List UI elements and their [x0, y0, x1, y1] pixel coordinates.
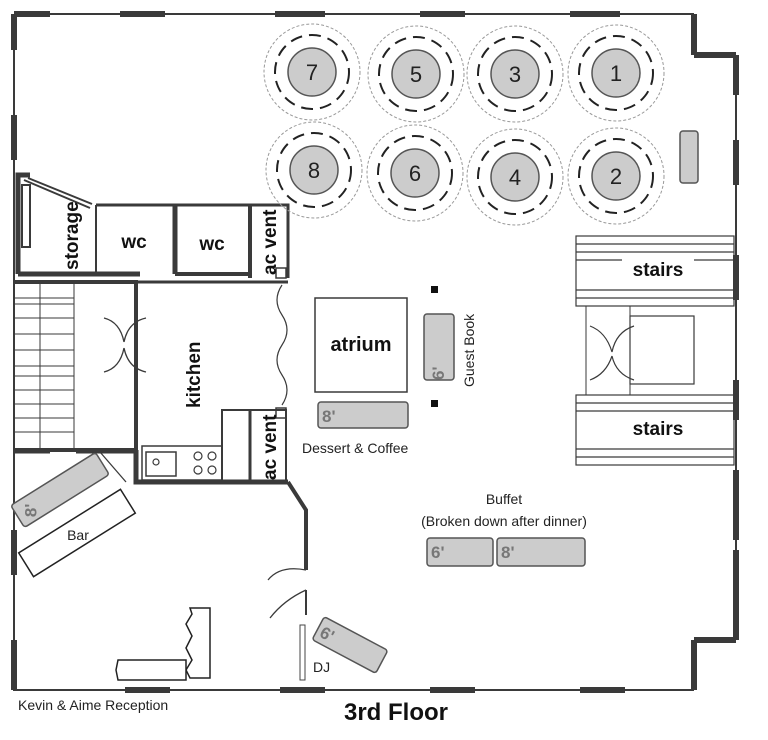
dj-label: DJ: [313, 659, 330, 675]
guest-book-table-size: 6': [429, 367, 448, 381]
floor-title: 3rd Floor: [344, 699, 448, 726]
table-number-2: 2: [610, 164, 622, 189]
ac-vent-top-label: ac vent: [260, 209, 281, 275]
side-table: [679, 130, 699, 184]
stairs-label-top: stairs: [633, 260, 684, 281]
lounge-seating: [115, 607, 211, 681]
event-name: Kevin & Aime Reception: [18, 697, 168, 713]
bar-back-table: 8': [11, 452, 109, 528]
guest-book-table: [423, 313, 455, 381]
dessert-label: Dessert & Coffee: [302, 440, 409, 456]
round-table-8: [265, 121, 363, 219]
kitchen-label: kitchen: [184, 341, 205, 408]
stairs-label-bottom: stairs: [633, 419, 684, 440]
dessert-table-size: 8': [322, 407, 336, 426]
outer-walls: [11, 11, 739, 693]
wc-label-2: wc: [198, 234, 225, 255]
atrium: [314, 286, 438, 407]
round-table-4: [466, 128, 564, 226]
table-number-5: 5: [410, 62, 422, 87]
table-number-4: 4: [509, 165, 521, 190]
buffet-note: (Broken down after dinner): [421, 513, 587, 529]
wc-label-1: wc: [120, 232, 147, 253]
round-table-3: [466, 25, 564, 123]
table-number-7: 7: [306, 60, 318, 85]
buffet-table-8ft: [496, 537, 586, 567]
buffet-table-8ft-size: 8': [501, 543, 515, 562]
round-table-5: [367, 25, 465, 123]
lower-left-walls: [14, 450, 308, 619]
dj-booth-divider: [299, 624, 306, 681]
storage-label: storage: [62, 201, 83, 270]
service-block: [15, 172, 290, 279]
atrium-label: atrium: [330, 334, 391, 356]
dj-table: 6': [312, 616, 388, 674]
table-number-3: 3: [509, 62, 521, 87]
dessert-table: [317, 401, 409, 429]
bar-back-table-size: 8': [21, 504, 40, 518]
left-stairwell: [14, 280, 147, 452]
kitchen-area: [133, 280, 288, 485]
table-number-6: 6: [409, 161, 421, 186]
bar-counter: [17, 488, 137, 578]
table-number-8: 8: [308, 158, 320, 183]
round-tables: [263, 23, 665, 226]
round-table-1: [567, 24, 665, 122]
round-table-6: [366, 124, 464, 222]
table-number-1: 1: [610, 61, 622, 86]
round-table-7: [263, 23, 361, 121]
ac-vent-bottom-label: ac vent: [260, 414, 281, 480]
buffet-table-6ft-size: 6': [431, 543, 445, 562]
buffet-label: Buffet: [486, 491, 522, 507]
round-table-2: [567, 127, 665, 225]
bar-label: Bar: [67, 527, 89, 543]
guest-book-label: Guest Book: [461, 313, 477, 387]
buffet-table-6ft: [426, 537, 494, 567]
